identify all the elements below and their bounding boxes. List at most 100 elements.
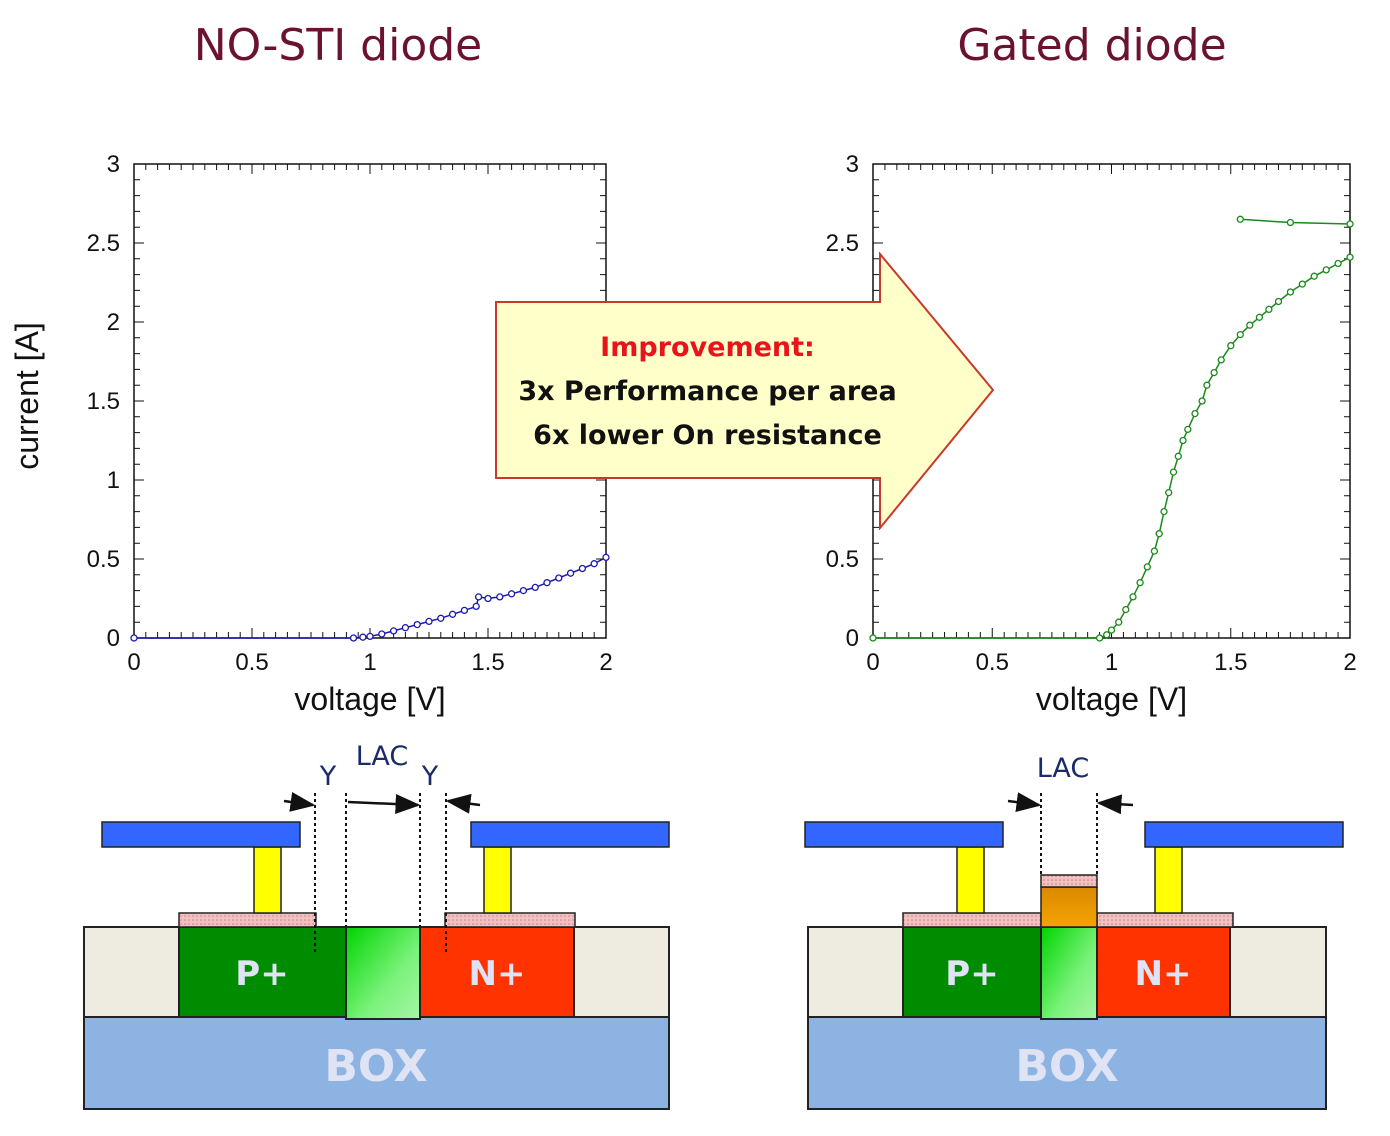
n-plus-region — [1096, 926, 1231, 1018]
data-point — [602, 553, 610, 562]
data-point — [1236, 330, 1244, 339]
data-point — [1122, 605, 1130, 614]
data-point — [1227, 342, 1235, 350]
n-plus-label: N+ — [1135, 954, 1192, 994]
sti-right — [1229, 926, 1327, 1018]
data-point — [1298, 280, 1306, 288]
y-tick-label: 0 — [846, 625, 859, 652]
data-point — [1136, 579, 1144, 587]
data-point — [1169, 468, 1178, 476]
x-tick-label: 2 — [1343, 649, 1356, 676]
title-gated-diode: Gated diode — [957, 20, 1227, 71]
data-point — [474, 593, 483, 601]
data-point — [1246, 321, 1254, 329]
y-tick-label: 0.5 — [826, 546, 859, 573]
data-point — [566, 569, 575, 577]
gate-electrode — [1040, 886, 1098, 928]
callout-heading: Improvement: — [600, 332, 815, 363]
data-point — [1103, 631, 1111, 639]
data-point — [1174, 452, 1182, 460]
data-point — [1217, 356, 1225, 364]
y-tick-label: 1 — [107, 467, 120, 494]
no-sti-diode-cross-section: BOX P+ N+ Y LAC Y — [83, 741, 670, 1110]
silicide-left — [178, 912, 317, 928]
data-point — [1155, 530, 1163, 538]
p-plus-label: P+ — [235, 954, 288, 994]
gate-silicide — [1040, 874, 1098, 888]
data-point — [484, 594, 492, 603]
series-line — [1240, 218, 1351, 225]
data-point — [1198, 397, 1206, 405]
data-point — [1346, 253, 1354, 261]
data-point — [1150, 547, 1159, 555]
data-point — [1334, 259, 1342, 268]
box-layer — [83, 1016, 670, 1110]
data-point — [1346, 220, 1354, 228]
x-tick-label: 1 — [1105, 649, 1118, 676]
dimension-arrows — [1007, 792, 1134, 815]
data-point — [1274, 297, 1283, 306]
data-point — [472, 602, 480, 611]
dimension-arrows — [283, 792, 481, 815]
data-point — [1143, 563, 1151, 571]
data-point — [1191, 409, 1199, 418]
x-tick-label: 0 — [866, 649, 879, 676]
lac-label: LAC — [356, 741, 409, 772]
data-point — [1160, 507, 1168, 516]
y-tick-label: 0.5 — [87, 546, 120, 573]
dimension-lines — [1040, 793, 1098, 875]
y-tick-label: 2.5 — [826, 230, 859, 257]
data-point — [1265, 305, 1273, 314]
data-point — [349, 634, 358, 642]
data-point — [1236, 215, 1244, 223]
data-point — [519, 586, 528, 595]
x-tick-label: 1.5 — [471, 649, 504, 676]
data-point — [1165, 488, 1173, 497]
title-no-sti-diode: NO-STI diode — [193, 20, 483, 71]
intrinsic-region — [1040, 926, 1098, 1020]
x-axis-label: voltage [V] — [1036, 681, 1187, 717]
y-tick-label: 0 — [107, 625, 120, 652]
n-plus-region — [419, 926, 575, 1018]
data-point — [543, 579, 551, 587]
data-point — [1310, 272, 1318, 280]
data-point — [401, 624, 410, 632]
data-point — [555, 574, 563, 582]
x-tick-label: 1 — [363, 649, 376, 676]
contact-left — [253, 846, 282, 914]
sti-right — [573, 926, 670, 1018]
data-point — [590, 560, 598, 568]
y-label-1: Y — [319, 761, 337, 792]
box-layer — [807, 1016, 1327, 1110]
data-point — [531, 583, 539, 592]
data-point — [496, 593, 504, 601]
y-axis-label: current [A] — [9, 322, 45, 470]
x-tick-label: 0.5 — [976, 649, 1009, 676]
axis-ticks — [133, 163, 607, 639]
data-point — [1129, 593, 1137, 601]
data-point — [425, 617, 433, 626]
metal-left — [101, 821, 301, 848]
data-point — [389, 627, 398, 635]
y-tick-label: 3 — [107, 151, 120, 178]
dimension-lines — [314, 793, 447, 955]
callout-line-1: 3x Performance per area — [518, 376, 897, 407]
n-plus-label: N+ — [469, 954, 526, 994]
data-point — [366, 632, 374, 641]
data-point — [1184, 425, 1192, 434]
x-tick-label: 1.5 — [1214, 649, 1247, 676]
callout-line-2: 6x lower On resistance — [533, 420, 882, 451]
intrinsic-region — [345, 926, 421, 1020]
contact-right — [1154, 846, 1183, 914]
data-point — [1203, 381, 1211, 389]
data-point — [1210, 368, 1218, 377]
data-point — [507, 590, 516, 598]
data-point — [1179, 436, 1187, 445]
data-point — [448, 610, 457, 618]
x-tick-label: 0 — [127, 649, 140, 676]
x-axis-label: voltage [V] — [294, 681, 445, 717]
y-tick-label: 2.5 — [87, 230, 120, 257]
series-line — [134, 556, 607, 639]
silicide-right — [1096, 912, 1234, 928]
data-point — [1115, 618, 1123, 626]
